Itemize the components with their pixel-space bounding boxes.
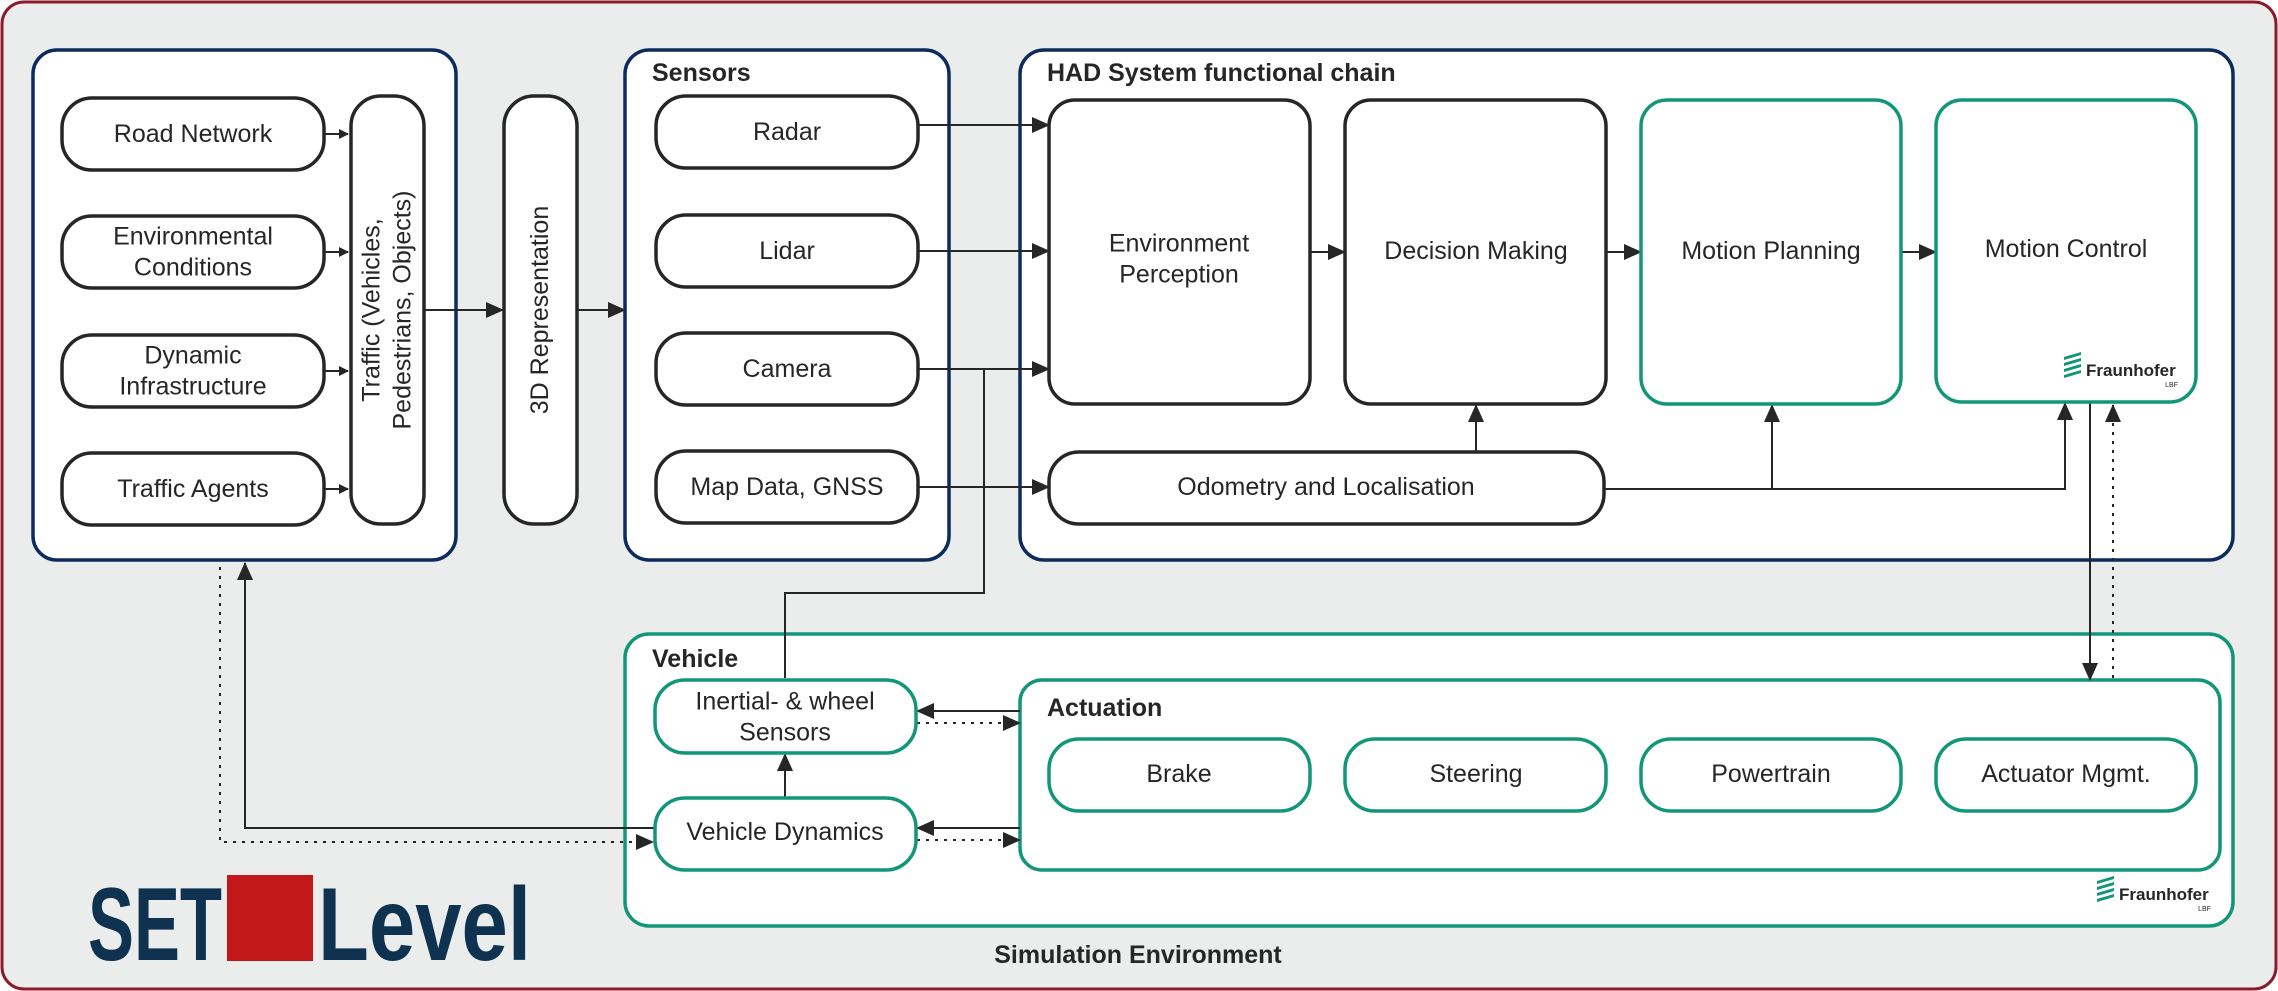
label-line: Camera xyxy=(743,355,832,383)
setlevel-logo-level: Level xyxy=(318,867,531,983)
camera-box: Camera xyxy=(654,331,920,407)
label-line: Actuator Mgmt. xyxy=(1981,760,2151,788)
radar-box: Radar xyxy=(654,94,920,170)
actuator-mgmt-label: Actuator Mgmt. xyxy=(1981,760,2151,788)
label-line: Traffic (Vehicles, xyxy=(358,218,386,401)
motion-planning-label: Motion Planning xyxy=(1681,237,1860,265)
decision-making-box: Decision Making xyxy=(1343,98,1608,406)
camera-label: Camera xyxy=(743,355,832,383)
line-environment-to-dynamics xyxy=(219,567,654,850)
label-line: Traffic Agents xyxy=(117,475,268,503)
label-line: Environment xyxy=(1109,230,1249,258)
3d-representation-box: 3D Representation xyxy=(502,94,579,526)
fraunhofer-name: Fraunhofer xyxy=(2119,885,2209,904)
label-line: Decision Making xyxy=(1384,237,1567,265)
label-line: Map Data, GNSS xyxy=(690,473,883,501)
line-inertial-to-perception xyxy=(784,369,985,678)
brake-box: Brake xyxy=(1047,737,1312,813)
line-dynamics-to-environment xyxy=(237,562,655,829)
label-line: Motion Control xyxy=(1985,235,2148,263)
actuation-panel xyxy=(1018,678,2222,872)
simulation-environment-title: Simulation Environment xyxy=(994,941,1282,969)
vehicle-dynamics-label: Vehicle Dynamics xyxy=(686,818,883,846)
odometry-box: Odometry and Localisation xyxy=(1047,450,1606,526)
label-line: Inertial- & wheel xyxy=(695,688,874,716)
fraunhofer-sub: LBF xyxy=(2198,906,2211,913)
label-line: Motion Planning xyxy=(1681,237,1860,265)
had-chain-panel xyxy=(1018,48,2235,562)
setlevel-logo-set: SET xyxy=(88,867,222,983)
label-line: Infrastructure xyxy=(119,373,266,401)
fraunhofer-mark-icon xyxy=(2097,876,2114,902)
fraunhofer-logo-control: Fraunhofer LBF xyxy=(2064,352,2178,389)
label-line: Brake xyxy=(1146,760,1211,788)
powertrain-box: Powertrain xyxy=(1639,737,1903,813)
fraunhofer-mark-icon xyxy=(2064,352,2081,378)
label-line: Perception xyxy=(1119,261,1239,289)
powertrain-label: Powertrain xyxy=(1711,760,1831,788)
map-data-gnss-label: Map Data, GNSS xyxy=(690,473,883,501)
had-chain-title: HAD System functional chain xyxy=(1047,59,1396,87)
setlevel-logo-red-square xyxy=(227,875,313,961)
connections xyxy=(219,117,2121,850)
motion-control-label: Motion Control xyxy=(1985,235,2148,263)
vehicle-dynamics-box: Vehicle Dynamics xyxy=(653,796,918,872)
motion-control-box: Motion Control xyxy=(1934,98,2198,404)
traffic-box: Traffic (Vehicles,Pedestrians, Objects) xyxy=(349,94,426,526)
label-line: Pedestrians, Objects) xyxy=(389,191,417,430)
traffic-label: Traffic (Vehicles,Pedestrians, Objects) xyxy=(358,191,417,430)
motion-planning-box: Motion Planning xyxy=(1639,98,1903,406)
label-line: Powertrain xyxy=(1711,760,1831,788)
traffic-agents-label: Traffic Agents xyxy=(117,475,268,503)
3d-representation-label: 3D Representation xyxy=(526,206,554,414)
road-network-label: Road Network xyxy=(114,120,273,148)
label-line: Environmental xyxy=(113,223,273,251)
sensors-title: Sensors xyxy=(652,59,751,87)
actuator-mgmt-box: Actuator Mgmt. xyxy=(1934,737,2198,813)
label-line: Odometry and Localisation xyxy=(1177,473,1474,501)
steering-box: Steering xyxy=(1343,737,1608,813)
label-line: Lidar xyxy=(759,237,815,265)
setlevel-logo: SET Level xyxy=(88,867,531,983)
label-line: Sensors xyxy=(739,719,831,747)
lidar-box: Lidar xyxy=(654,213,920,289)
label-line: Radar xyxy=(753,118,821,146)
label-line: Dynamic xyxy=(144,342,241,370)
brake-label: Brake xyxy=(1146,760,1211,788)
map-data-gnss-box: Map Data, GNSS xyxy=(654,449,920,525)
odometry-label: Odometry and Localisation xyxy=(1177,473,1474,501)
actuation-title: Actuation xyxy=(1047,694,1162,722)
label-line: Road Network xyxy=(114,120,273,148)
fraunhofer-sub: LBF xyxy=(2165,382,2178,389)
label-line: Steering xyxy=(1429,760,1522,788)
vehicle-title: Vehicle xyxy=(652,645,738,673)
label-line: Conditions xyxy=(134,254,252,282)
decision-making-label: Decision Making xyxy=(1384,237,1567,265)
label-line: Vehicle Dynamics xyxy=(686,818,883,846)
traffic-agents-box: Traffic Agents xyxy=(60,451,326,527)
label-line: 3D Representation xyxy=(526,206,554,414)
steering-label: Steering xyxy=(1429,760,1522,788)
fraunhofer-name: Fraunhofer xyxy=(2086,361,2176,380)
line-odometry-to-planning-control xyxy=(1605,402,2073,490)
radar-label: Radar xyxy=(753,118,821,146)
lidar-label: Lidar xyxy=(759,237,815,265)
fraunhofer-logo-vehicle: Fraunhofer LBF xyxy=(2097,876,2211,913)
road-network-box: Road Network xyxy=(60,96,326,172)
